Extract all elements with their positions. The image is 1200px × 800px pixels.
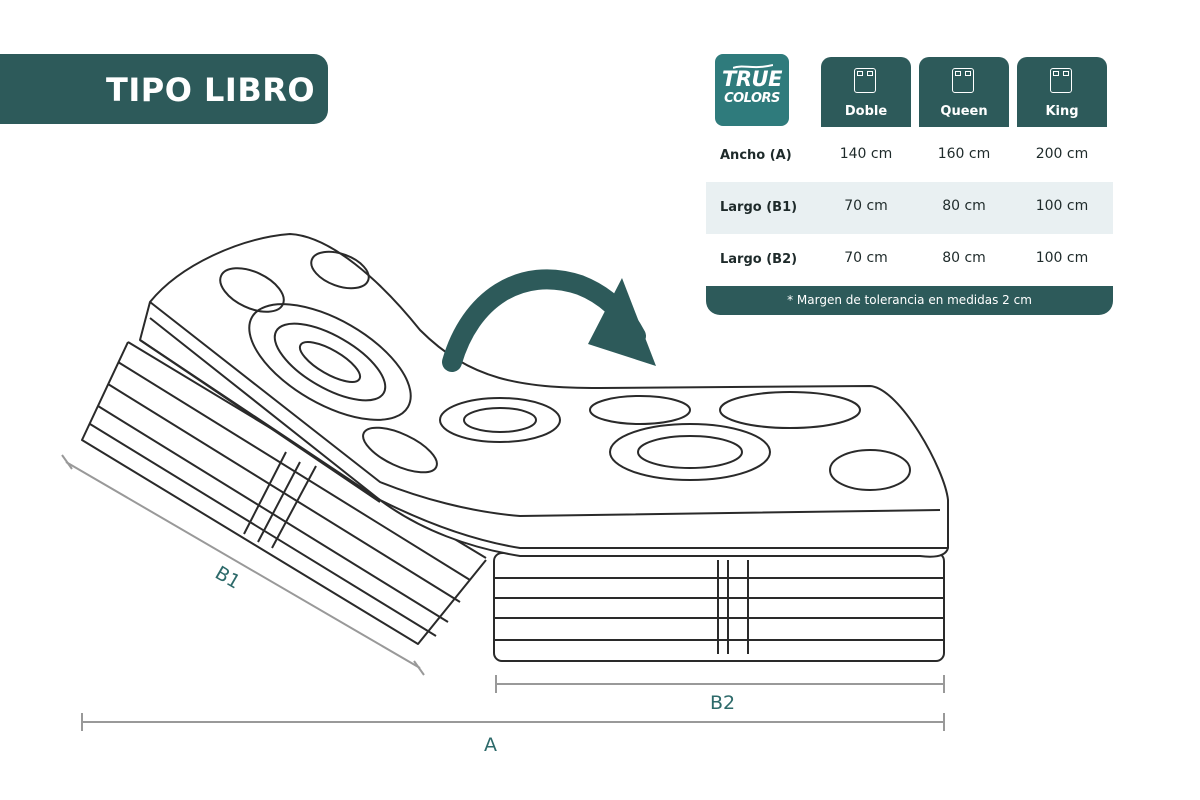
cell-queen: 80 cm: [942, 250, 986, 266]
table-row-ancho: Ancho (A) 140 cm 160 cm 200 cm: [706, 130, 1113, 182]
cell-queen: 80 cm: [942, 198, 986, 214]
footnote-text: * Margen de tolerancia en medidas 2 cm: [787, 293, 1032, 307]
row-label: Largo (B2): [720, 252, 798, 267]
dimension-label-b2: B2: [710, 692, 735, 714]
cell-doble: 70 cm: [844, 250, 888, 266]
table-row-largo-b1: Largo (B1) 70 cm 80 cm 100 cm: [706, 182, 1113, 234]
wave-logo-icon: [733, 64, 773, 69]
size-header-doble: Doble: [821, 57, 911, 127]
brand-logo: TRUE COLORS: [715, 54, 789, 126]
page-title: TIPO LIBRO: [106, 71, 316, 109]
cell-king: 100 cm: [1035, 250, 1089, 266]
size-label: Queen: [940, 104, 988, 119]
size-label: King: [1045, 104, 1079, 119]
row-label: Ancho (A): [720, 148, 792, 163]
curved-arrow-icon: [442, 269, 656, 372]
title-banner: TIPO LIBRO: [0, 54, 328, 124]
size-header-queen: Queen: [919, 57, 1009, 127]
cell-doble: 140 cm: [839, 146, 893, 162]
bed-icon: [1050, 68, 1072, 93]
bed-icon: [854, 68, 876, 93]
cell-king: 100 cm: [1035, 198, 1089, 214]
dimension-label-a: A: [484, 734, 497, 756]
table-row-largo-b2: Largo (B2) 70 cm 80 cm 100 cm: [706, 234, 1113, 286]
logo-line-1: TRUE: [722, 67, 782, 91]
cell-king: 200 cm: [1035, 146, 1089, 162]
dimension-label-b1: B1: [211, 562, 244, 594]
size-label: Doble: [844, 104, 888, 119]
size-header-king: King: [1017, 57, 1107, 127]
dimension-lines: [61, 454, 945, 731]
bed-icon: [952, 68, 974, 93]
cell-doble: 70 cm: [844, 198, 888, 214]
tolerance-footnote: * Margen de tolerancia en medidas 2 cm: [706, 286, 1113, 315]
folding-mattress-illustration: [81, 233, 949, 662]
cell-queen: 160 cm: [937, 146, 991, 162]
row-label: Largo (B1): [720, 200, 798, 215]
logo-line-2: COLORS: [724, 91, 780, 106]
